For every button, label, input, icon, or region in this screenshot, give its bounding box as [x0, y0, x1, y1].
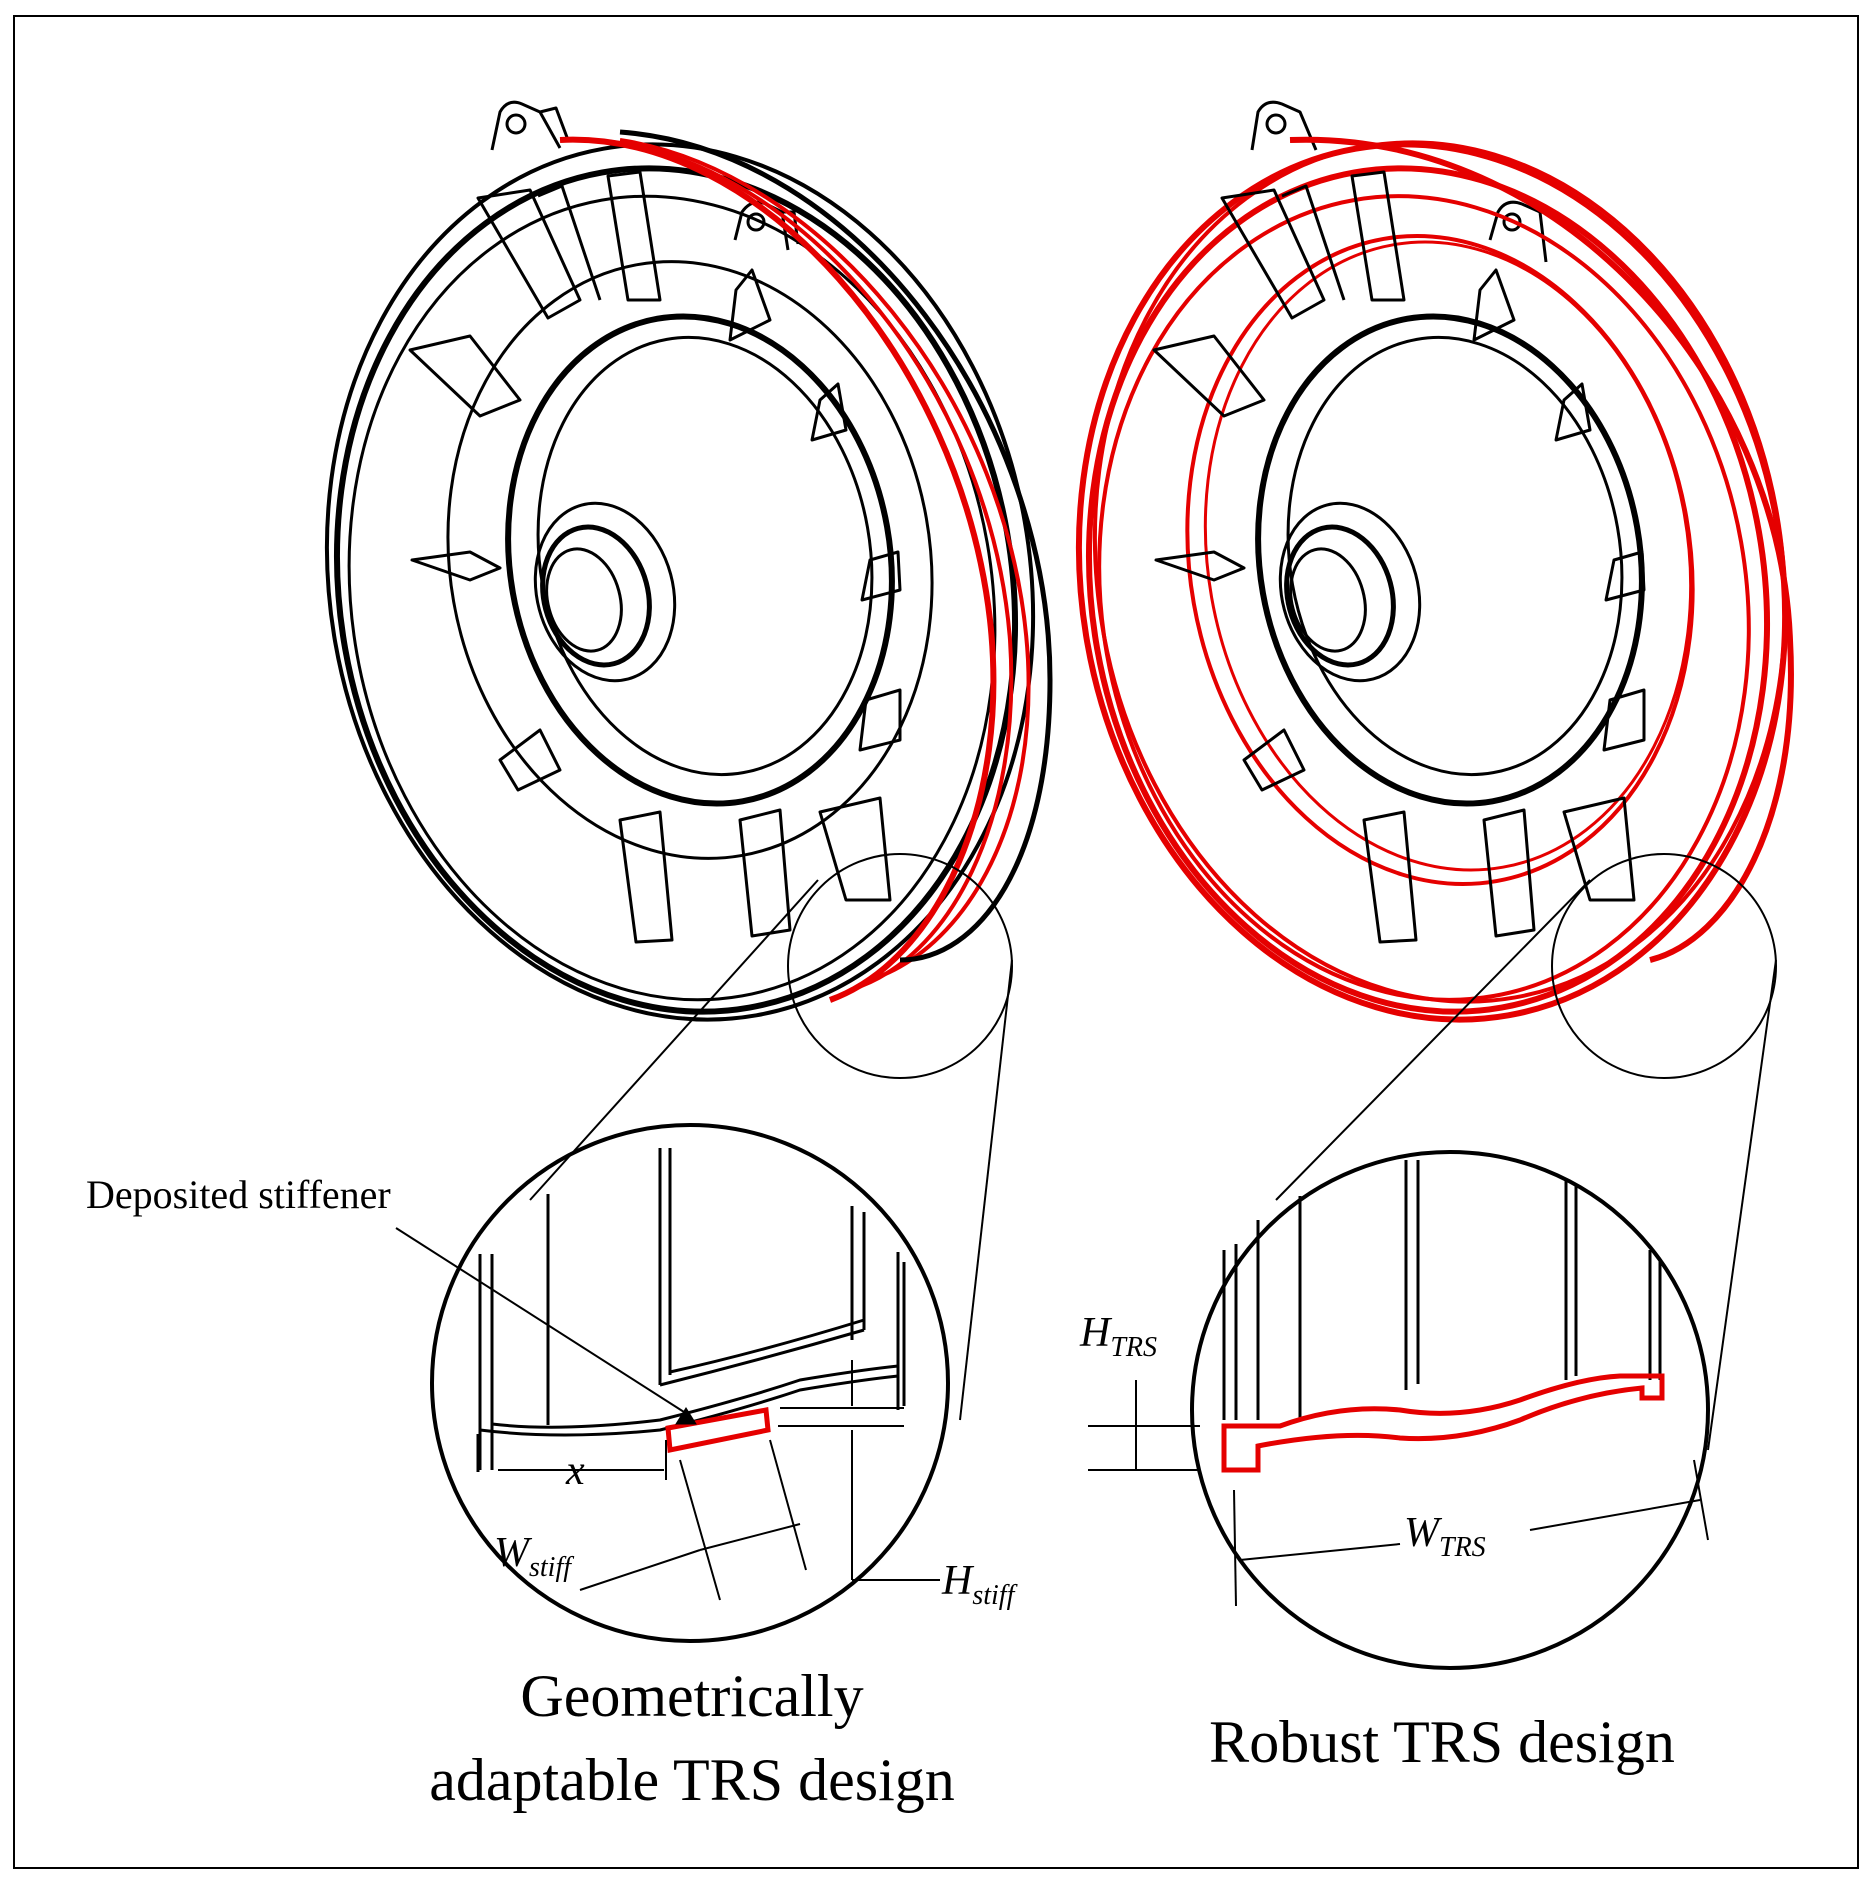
label-w-trs-main: W	[1404, 1510, 1443, 1556]
label-h-stiff-main: H	[941, 1558, 975, 1604]
right-zoom-dimensions	[1088, 1380, 1709, 1607]
label-h-stiff-sub: stiff	[972, 1580, 1017, 1611]
label-x: x	[565, 1448, 585, 1494]
label-w-stiff: Wstiff	[494, 1530, 574, 1583]
left-wheel-fins	[408, 170, 902, 944]
left-zoom	[395, 879, 1013, 1643]
left-wheel-lug-top	[490, 100, 570, 151]
left-zoom-tangent-2	[959, 959, 1013, 1421]
left-wheel-red-band-3	[619, 138, 1031, 982]
left-zoom-dimensions	[498, 1360, 940, 1601]
left-wheel-rim-3	[347, 194, 997, 1002]
stiffener-pointer-arrowhead	[675, 1407, 697, 1425]
label-h-stiff: Hstiff	[941, 1558, 1018, 1611]
left-wheel-hub-bore	[545, 547, 623, 653]
right-zoom-tangent-1	[1275, 879, 1591, 1201]
right-zoom-fins	[1222, 1160, 1662, 1420]
right-zoom-tangent-2	[1707, 959, 1777, 1451]
right-wheel-fins	[1152, 170, 1646, 944]
left-wheel-hub-plate-inner	[536, 335, 874, 777]
deposited-stiffener-shape	[665, 1407, 771, 1454]
right-wheel-red-rim-4	[1092, 140, 1788, 1004]
left-wheel-red-band-1	[559, 136, 997, 1003]
left-wheel-hub-outer	[533, 501, 677, 683]
left-wheel-red-band-2	[589, 138, 1014, 992]
label-w-trs: WTRS	[1404, 1510, 1486, 1563]
left-wheel-hub-plate	[505, 313, 895, 807]
label-h-trs-main: H	[1079, 1310, 1113, 1356]
left-wheel-rim-2	[334, 165, 1018, 1015]
label-h-trs-sub: TRS	[1110, 1332, 1157, 1363]
left-wheel-fin-ring	[446, 260, 934, 860]
label-h-trs: HTRS	[1079, 1310, 1157, 1363]
right-wheel-hub-outer	[1278, 501, 1422, 683]
label-w-trs-sub: TRS	[1439, 1532, 1486, 1563]
left-wheel	[324, 100, 1053, 1079]
left-wheel-back-rim	[619, 129, 1053, 963]
left-wheel-outer-rim	[324, 142, 1036, 1022]
label-w-stiff-main: W	[494, 1530, 533, 1576]
label-w-stiff-sub: stiff	[529, 1552, 574, 1583]
caption-right: Robust TRS design	[1209, 1709, 1675, 1775]
right-wheel-hub-plate	[1255, 313, 1645, 807]
left-zoom-tangent-1	[529, 879, 819, 1201]
right-wheel-red-inner-ring-2	[1203, 240, 1693, 872]
right-wheel-red-back-rim	[1289, 136, 1794, 963]
trs-profile-shape	[1221, 1373, 1665, 1473]
right-wheel-red-rim-3	[1097, 194, 1751, 1002]
label-deposited-stiffener: Deposited stiffener	[86, 1172, 391, 1217]
caption-left-line2: adaptable TRS design	[429, 1747, 954, 1813]
right-wheel-hub-bore	[1289, 547, 1367, 653]
right-wheel-hub-plate-inner	[1286, 335, 1624, 777]
right-zoom	[1088, 879, 1777, 1670]
caption-left-line1: Geometrically	[520, 1663, 863, 1729]
right-wheel-lug-right	[1488, 200, 1548, 263]
right-wheel-hub-ring	[1284, 524, 1396, 668]
stiffener-pointer-line	[395, 1227, 685, 1413]
left-zoom-fins	[476, 1148, 906, 1472]
figure-frame	[13, 15, 1859, 1869]
right-wheel-lug-top	[1250, 100, 1318, 151]
right-zoom-circle	[1190, 1150, 1710, 1670]
left-zoom-circle	[430, 1123, 950, 1643]
left-wheel-hub-ring	[540, 524, 652, 668]
right-wheel	[1075, 100, 1794, 1079]
right-wheel-red-rim-2	[1086, 165, 1770, 1015]
